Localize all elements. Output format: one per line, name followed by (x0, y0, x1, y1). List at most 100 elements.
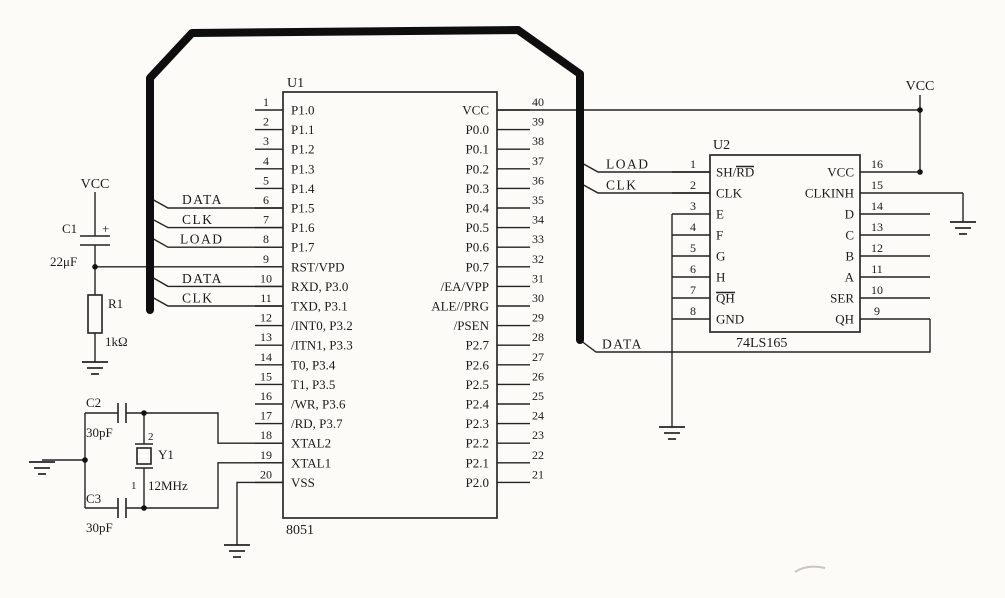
y1-pin2-mark: 2 (148, 431, 154, 443)
u2-part-number: 74LS165 (736, 336, 787, 351)
ground-symbol-vss (223, 544, 251, 558)
u1-left-pin-2-number: 2 (263, 115, 269, 129)
u2-right-pin-13-number: 13 (871, 220, 883, 234)
u1-designator: U1 (287, 76, 304, 91)
net-label-data-b: DATA (182, 271, 223, 286)
u1-right-pin-38-label: P0.1 (466, 142, 489, 157)
net-label-clk-u2: CLK (606, 178, 638, 193)
wire-clk-txd (149, 295, 283, 307)
u1-right-pin-36-number: 36 (532, 173, 544, 187)
u1-left-pin-3-label: P1.2 (291, 142, 314, 157)
u1-left-pin-1-number: 1 (263, 95, 269, 109)
u1-left-pin-6-label: P1.5 (291, 201, 314, 216)
wire-vss-ground (236, 481, 283, 545)
u2-right-pin-14-number: 14 (871, 199, 883, 213)
u1-left-pin-20-label: VSS (291, 475, 315, 490)
u1-right-pin-30-number: 30 (532, 291, 544, 305)
u1-right-pin-24-label: P2.3 (466, 416, 489, 431)
junction-rst (92, 264, 98, 270)
u1-left-pin-18-number: 18 (260, 428, 272, 442)
u1-left-pin-19-number: 19 (260, 448, 272, 462)
u1-left-pin-18-label: XTAL2 (291, 436, 331, 451)
c2-value: 30pF (86, 425, 113, 440)
u1-part-number: 8051 (286, 523, 314, 538)
u1-left-pins: 1P1.02P1.13P1.24P1.35P1.46P1.57P1.68P1.7… (255, 95, 353, 490)
u1-right-pin-39-number: 39 (532, 115, 544, 129)
scan-artifact (794, 565, 826, 573)
wire-clk-p16 (149, 217, 283, 229)
u1-right-pin-23-number: 23 (532, 428, 544, 442)
u1-right-pin-33-label: P0.6 (466, 240, 490, 255)
u2-left-pin-5-number: 5 (690, 241, 696, 255)
r1-body (87, 294, 103, 334)
u1-left-pin-4-number: 4 (263, 154, 269, 168)
wire-data-rxd (149, 275, 283, 288)
u1-right-pin-24-number: 24 (532, 409, 544, 423)
u2-left-pin-4-label: F (716, 228, 723, 243)
junction-cap-gnd (82, 457, 88, 463)
u1-right-pin-26-label: P2.5 (466, 377, 489, 392)
u2-left-pin-2-label: CLK (716, 186, 743, 201)
u1-left-pin-12-number: 12 (260, 311, 272, 325)
junction-dots (82, 107, 923, 511)
u1-left-pin-14-number: 14 (260, 350, 272, 364)
u2-left-pin-2-number: 2 (690, 178, 696, 192)
u1-left-pin-16-label: /WR, P3.6 (291, 397, 346, 412)
wire-xtal1 (126, 462, 283, 509)
u1-right-pin-38-number: 38 (532, 134, 544, 148)
net-label-clk-a: CLK (182, 212, 214, 227)
u1-left-pin-14-label: T0, P3.4 (291, 357, 336, 372)
u2-left-pin-7-label: QH (716, 291, 735, 306)
u2-left-pin-6-number: 6 (690, 262, 696, 276)
u2-right-pin-13-label: C (845, 228, 854, 243)
net-label-load-a: LOAD (180, 232, 224, 247)
ground-symbol-caps (28, 461, 56, 475)
ground-symbol-r1 (81, 361, 109, 375)
u1-left-pin-16-number: 16 (260, 389, 272, 403)
u1-left-pin-8-number: 8 (263, 232, 269, 246)
u1-right-pin-31-number: 31 (532, 271, 544, 285)
u1-left-pin-6-number: 6 (263, 193, 269, 207)
u2-body (709, 154, 861, 333)
junction-xtal2 (141, 410, 147, 416)
u1-left-pin-15-number: 15 (260, 369, 272, 383)
u2-left-pin-4-number: 4 (690, 220, 696, 234)
u2-left-pin-1-label: SH/RD (716, 165, 754, 180)
u1-left-pin-3-number: 3 (263, 134, 269, 148)
c1-value: 22μF (50, 254, 77, 269)
u1-right-pin-40-label: VCC (462, 103, 489, 118)
u1-right-pin-37-number: 37 (532, 154, 544, 168)
u1-right-pin-29-number: 29 (532, 311, 544, 325)
component-symbols (80, 235, 153, 518)
u2-right-pin-10-label: SER (830, 291, 854, 306)
u2-right-pin-9-label: QH (835, 312, 854, 327)
u1-body (282, 91, 498, 519)
u2-right-pin-9-number: 9 (874, 304, 880, 318)
u1-right-pin-32-number: 32 (532, 252, 544, 266)
y1-pin1-mark: 1 (131, 480, 137, 492)
u1-left-pin-7-label: P1.6 (291, 220, 315, 235)
u1-left-pin-11-number: 11 (260, 291, 272, 305)
ground-symbol-clkinh (949, 221, 977, 235)
c3-label: C3 (86, 491, 101, 506)
u1-right-pin-23-label: P2.2 (466, 436, 489, 451)
u1-left-pin-19-label: XTAL1 (291, 455, 331, 470)
net-label-data-a: DATA (182, 192, 223, 207)
u1-right-pins: 40VCC39P0.038P0.137P0.236P0.335P0.434P0.… (431, 95, 544, 490)
u1-right-pin-25-number: 25 (532, 389, 544, 403)
u2-designator: U2 (713, 138, 730, 153)
wire-data-p15 (149, 197, 283, 209)
y1-body (136, 447, 152, 465)
vcc-label-right: VCC (906, 79, 935, 94)
wire-data-qh (579, 319, 931, 353)
u1-left-pin-9-label: RST/VPD (291, 259, 344, 274)
c2-label: C2 (86, 395, 101, 410)
net-label-clk-b: CLK (182, 291, 214, 306)
u1-left-pin-13-label: /ITN1, P3.3 (291, 338, 353, 353)
net-label-load-u2: LOAD (606, 157, 650, 172)
junction-vcc-pin40 (917, 107, 923, 113)
u1-left-pin-17-label: /RD, P3.7 (291, 416, 343, 431)
